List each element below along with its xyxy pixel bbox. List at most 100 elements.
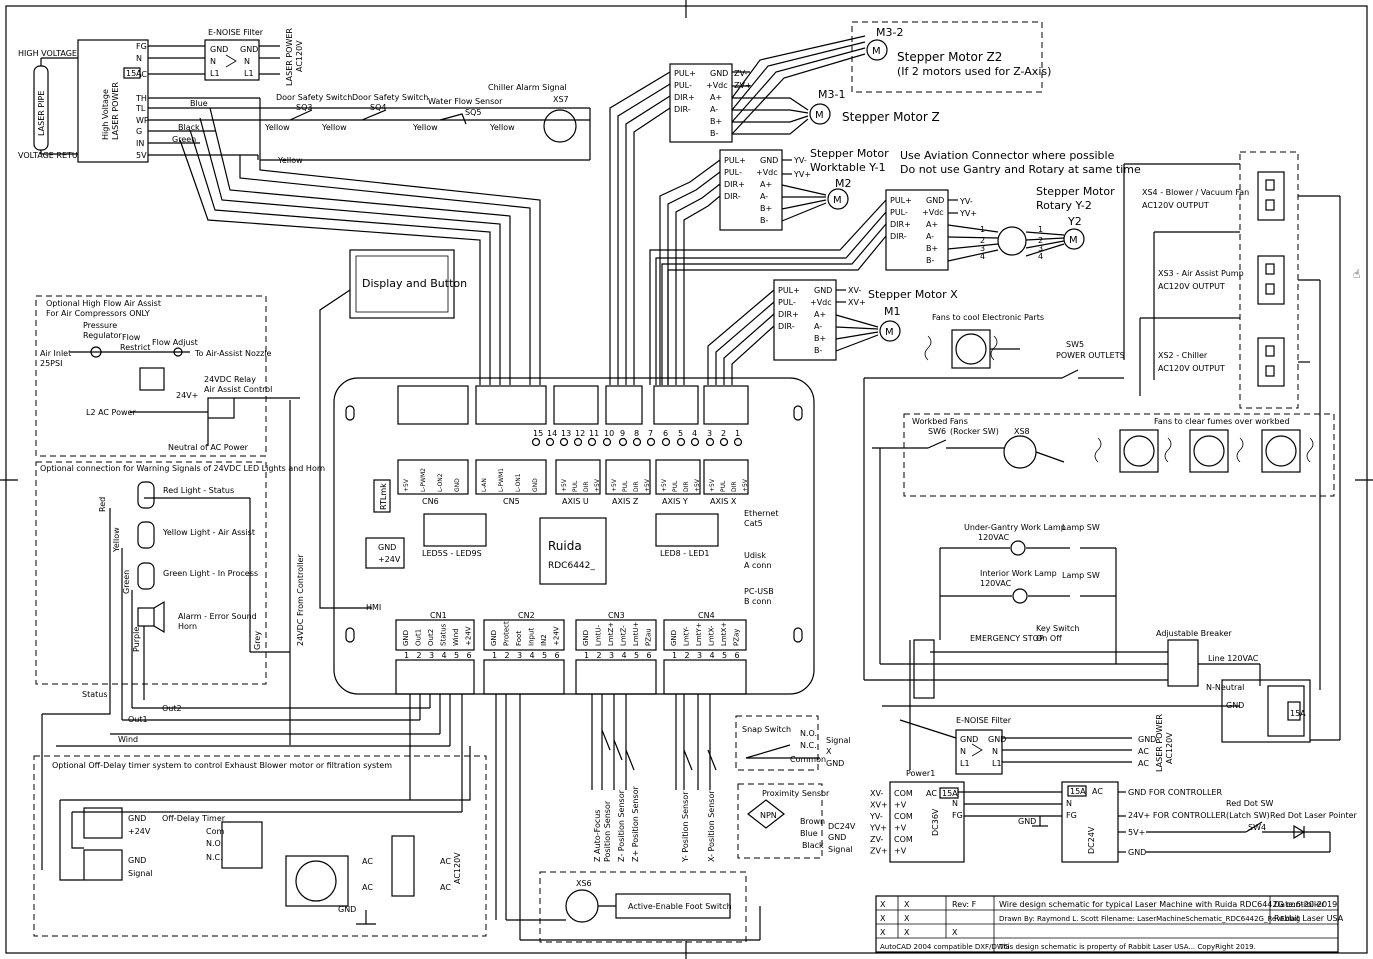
- top-pin-hole-3: [705, 437, 715, 447]
- svg-text:AC: AC: [1138, 759, 1149, 768]
- top-terminals: [397, 385, 749, 425]
- svg-text:CN5: CN5: [503, 497, 520, 506]
- interior-lamp-icon: [1012, 588, 1028, 604]
- svg-text:On Off: On Off: [1036, 634, 1062, 643]
- cn2-pin-num-6: 6: [555, 651, 560, 660]
- svg-text:Black: Black: [802, 841, 824, 850]
- sw5-label-1: SW5: [1066, 340, 1084, 349]
- svg-text:A+: A+: [814, 310, 826, 319]
- warning-signals-section: Optional connection for Warning Signals …: [35, 400, 463, 870]
- workbed-fan-3: [1261, 429, 1301, 473]
- controller-center: Ruida RDC6442_: [539, 517, 607, 585]
- svg-text:DC24V: DC24V: [828, 822, 856, 831]
- svg-text:N: N: [244, 57, 250, 66]
- svg-text:1: 1: [980, 225, 985, 234]
- svg-text:Red Light - Status: Red Light - Status: [163, 486, 234, 495]
- svg-text:GND: GND: [710, 69, 728, 78]
- svg-text:Proximity Sensor: Proximity Sensor: [762, 789, 830, 798]
- svg-text:Signal: Signal: [828, 845, 853, 854]
- svg-text:+24V: +24V: [378, 555, 401, 564]
- psu-pin-ac: AC: [136, 70, 147, 79]
- svg-text:N.O.: N.O.: [206, 839, 223, 848]
- power1-pin-2: COM: [894, 812, 913, 821]
- svg-text:Drawn By: Raymond L. Scott F: Drawn By: Raymond L. Scott Filename: Las…: [999, 915, 1300, 923]
- svg-text:N: N: [210, 57, 216, 66]
- top-pin-hole-8: [632, 437, 642, 447]
- cn5-pin-0: L-AN: [481, 478, 488, 492]
- svg-text:Grey: Grey: [253, 631, 262, 650]
- svg-text:M: M: [885, 327, 894, 338]
- y1-motor-label-1: Stepper Motor: [810, 147, 889, 160]
- cn4-pin-gnd: GND: [670, 630, 678, 646]
- laser-power-label-top: LASER POWER: [285, 28, 294, 86]
- controller-brand: Ruida: [548, 539, 582, 553]
- electronics-fan: Fans to cool Electronic Parts SW5 POWER …: [863, 313, 1125, 680]
- svg-text:2: 2: [1038, 236, 1043, 245]
- svg-text:GND: GND: [760, 156, 778, 165]
- svg-text:4: 4: [1038, 252, 1043, 261]
- svg-text:25PSI: 25PSI: [40, 359, 62, 368]
- svg-text:N.O.: N.O.: [800, 729, 817, 738]
- svg-text:Snap Switch: Snap Switch: [742, 725, 791, 734]
- svg-text:Com: Com: [206, 827, 224, 836]
- svg-text:B+: B+: [710, 117, 722, 126]
- svg-text:Restrict: Restrict: [120, 343, 150, 352]
- foot-switch-label: Active-Enable Foot Switch: [628, 902, 732, 911]
- svg-text:PUL-: PUL-: [890, 208, 908, 217]
- cn4-pin-num-2: 2: [685, 651, 690, 660]
- top-pin-hole-6: [661, 437, 671, 447]
- cn3-pin-lmtz-: LmtZ-: [620, 625, 628, 646]
- top-pin-hole-1: [733, 437, 743, 447]
- svg-text:N-Neutral: N-Neutral: [1206, 683, 1244, 692]
- cn4-pin-num-5: 5: [722, 651, 727, 660]
- svg-text:L1: L1: [992, 759, 1002, 768]
- svg-text:A+: A+: [926, 220, 938, 229]
- cn3-pin-num-1: 1: [584, 651, 589, 660]
- snap-switch-legend: Snap Switch N.O. N.C. Common Signal X GN…: [735, 715, 851, 771]
- xs7-connector: [543, 109, 577, 143]
- top-pin-1: 1: [735, 429, 740, 438]
- svg-text:15A: 15A: [1290, 709, 1306, 718]
- svg-text:Position Sensor: Position Sensor: [603, 800, 612, 862]
- svg-text:Power1: Power1: [906, 769, 935, 778]
- svg-text:PUL+: PUL+: [724, 156, 746, 165]
- cn4-pin-num-1: 1: [672, 651, 677, 660]
- svg-text:AXIS Y: AXIS Y: [662, 497, 688, 506]
- svg-text:XS6: XS6: [576, 879, 592, 888]
- svg-text:AC: AC: [440, 883, 451, 892]
- z1-motor-icon: [809, 103, 831, 125]
- svg-text:NPN: NPN: [760, 811, 777, 820]
- axis-u-pin-3: +5V: [594, 478, 601, 492]
- y2-motor-label-2: Rotary Y-2: [1036, 199, 1092, 212]
- m1-tag: M1: [884, 305, 901, 318]
- svg-text:GND FOR CONTROLLER: GND FOR CONTROLLER: [1128, 788, 1222, 797]
- ch6-pin-3: GND: [454, 478, 461, 492]
- cn2-pin-foot: Foot: [515, 631, 523, 646]
- svg-text:GND: GND: [828, 833, 846, 842]
- svg-text:Red: Red: [98, 497, 107, 512]
- axis-z-pin-0: +5V: [611, 478, 618, 492]
- cn5-pin-3: GND: [532, 478, 539, 492]
- svg-text:GND: GND: [1128, 848, 1146, 857]
- power1-in-xv-: XV-: [870, 789, 883, 798]
- svg-text:GND: GND: [240, 45, 258, 54]
- svg-text:XS8: XS8: [1014, 427, 1030, 436]
- svg-text:AXIS U: AXIS U: [562, 497, 589, 506]
- svg-text:AC120V: AC120V: [1165, 732, 1174, 764]
- axis-x-pin-2: DIR: [731, 481, 738, 492]
- svg-text:Horn: Horn: [178, 622, 197, 631]
- water-flow-switch: [439, 113, 467, 125]
- svg-text:DIR-: DIR-: [724, 192, 741, 201]
- psu-pin-tl: TL: [135, 104, 146, 113]
- svg-text:15A: 15A: [942, 789, 958, 798]
- svg-text:CN2: CN2: [518, 611, 535, 620]
- top-pin-hole-4: [690, 437, 700, 447]
- driver-signal-wires: [179, 71, 887, 385]
- display-label: Display and Button: [362, 277, 467, 290]
- cn2-pin-in2: IN2: [540, 634, 548, 646]
- svg-text:X: X: [904, 928, 910, 937]
- psu-title-1: High Voltage: [101, 89, 110, 140]
